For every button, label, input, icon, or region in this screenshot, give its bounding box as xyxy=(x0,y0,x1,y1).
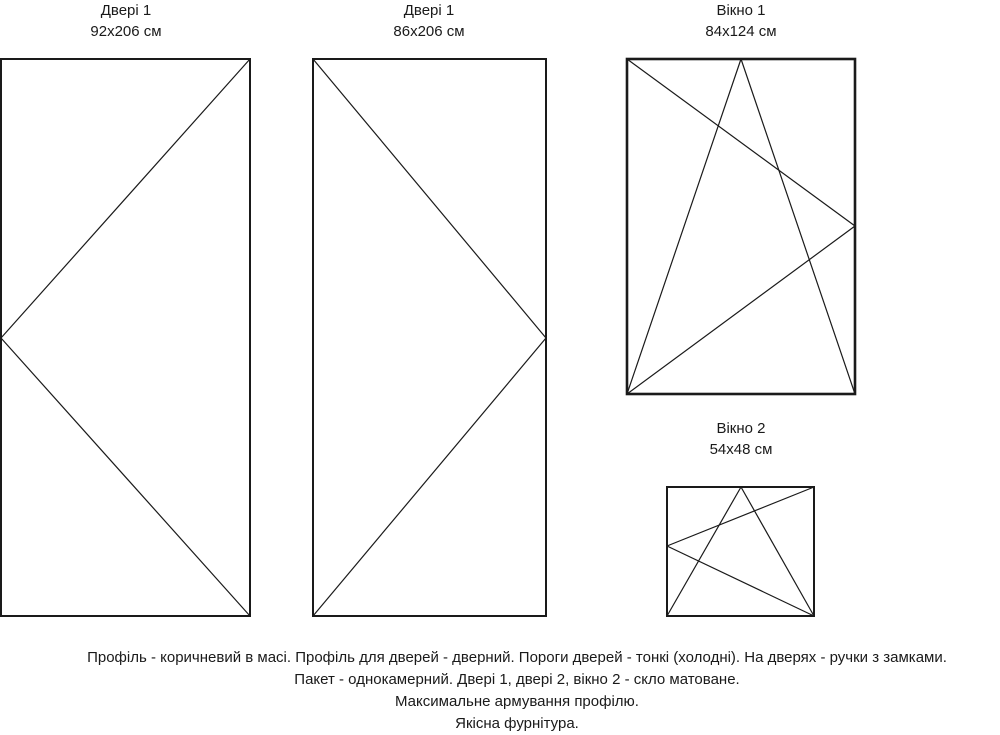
note-reinforcement: Максимальне армування профілю. xyxy=(395,693,639,710)
window1-size: 84x124 см xyxy=(705,23,777,40)
door2-label: Двері 1 86x206 см xyxy=(329,0,529,42)
door2-drawing xyxy=(312,58,547,617)
door2-opening-line-top xyxy=(312,58,547,339)
door1-label: Двері 1 92x206 см xyxy=(26,0,226,42)
door1-frame xyxy=(0,58,251,617)
window2-tilt-line-right xyxy=(740,486,815,617)
door2-opening-line-bottom xyxy=(312,337,547,617)
window1-frame xyxy=(625,57,857,396)
door1-opening-line-top xyxy=(0,58,251,339)
note-glazing: Пакет - однокамерний. Двері 1, двері 2, … xyxy=(294,671,740,688)
door2-size: 86x206 см xyxy=(393,23,465,40)
window2-drawing xyxy=(666,486,815,617)
window1-label: Вікно 1 84x124 см xyxy=(641,0,841,42)
window1-name: Вікно 1 xyxy=(716,2,766,19)
window1-tilt-line-left xyxy=(626,58,742,395)
window2-turn-line-top xyxy=(666,486,815,547)
note-hardware: Якісна фурнітура. xyxy=(455,715,579,732)
door1-name: Двері 1 xyxy=(100,2,152,19)
window2-label: Вікно 2 54x48 см xyxy=(641,418,841,460)
door1-opening-line-bottom xyxy=(0,337,251,617)
window2-turn-line-bottom xyxy=(666,545,815,617)
window1-turn-line-top xyxy=(626,58,856,227)
window1-tilt-line-right xyxy=(740,58,856,395)
window2-name: Вікно 2 xyxy=(716,420,766,437)
specification-notes: Профіль - коричневий в масі. Профіль для… xyxy=(0,647,1000,735)
window2-frame xyxy=(666,486,815,617)
door1-size: 92x206 см xyxy=(90,23,162,40)
door1-drawing xyxy=(0,58,251,617)
window1-drawing xyxy=(625,57,857,396)
window1-turn-line-bottom xyxy=(626,225,856,395)
window2-size: 54x48 см xyxy=(709,441,773,458)
note-profile: Профіль - коричневий в масі. Профіль для… xyxy=(87,649,947,666)
window2-tilt-line-left xyxy=(666,486,742,617)
door2-name: Двері 1 xyxy=(403,2,455,19)
door2-frame xyxy=(312,58,547,617)
